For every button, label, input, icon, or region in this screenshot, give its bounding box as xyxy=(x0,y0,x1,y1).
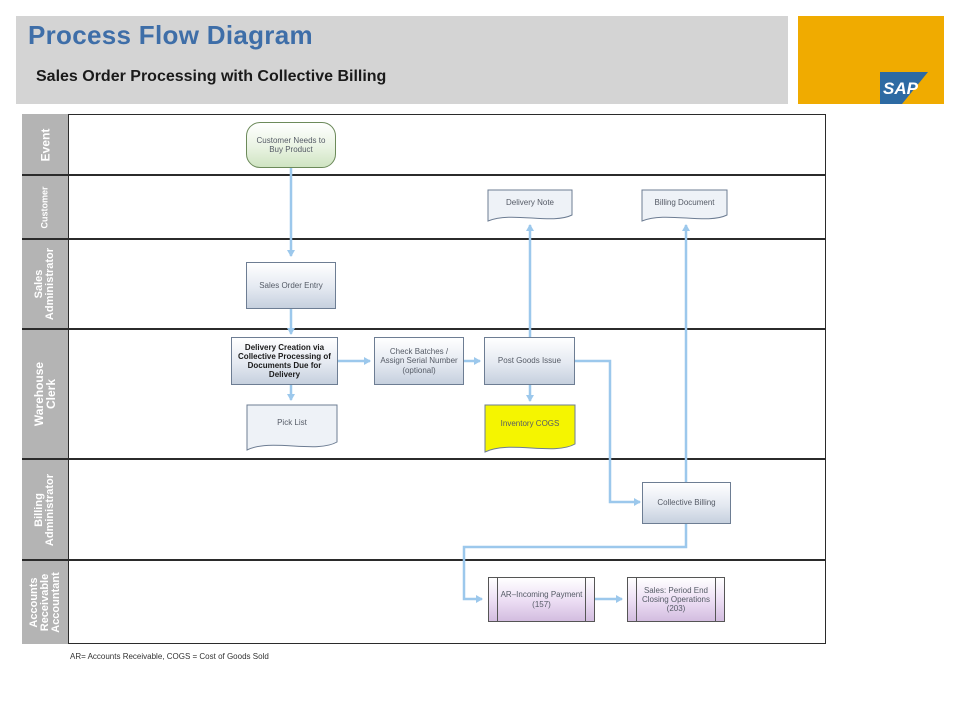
page-title: Process Flow Diagram xyxy=(28,20,313,50)
post-goods-issue-step: Post Goods Issue xyxy=(484,337,575,385)
inventory-cogs-document xyxy=(484,404,576,453)
lane-event xyxy=(68,114,826,175)
ar-incoming-payment-step: AR–Incoming Payment (157) xyxy=(488,577,595,622)
connector-pgi-to-billing xyxy=(575,359,641,506)
pick-list-label: Pick List xyxy=(277,418,307,428)
billing-document-label: Billing Document xyxy=(654,198,715,208)
inventory-cogs-label: Inventory COGS xyxy=(500,419,560,429)
collective-billing-step: Collective Billing xyxy=(642,482,731,524)
footnote: AR= Accounts Receivable, COGS = Cost of … xyxy=(70,652,269,661)
page-subtitle: Sales Order Processing with Collective B… xyxy=(36,68,387,85)
check-batches-step: Check Batches / Assign Serial Number (op… xyxy=(374,337,464,385)
pick-list-document xyxy=(246,404,338,451)
lane-divider xyxy=(22,328,826,330)
connector-billing-to-ar xyxy=(462,524,688,603)
sap-logo: SAP xyxy=(880,72,928,104)
svg-text:SAP: SAP xyxy=(883,79,919,98)
billing-document-document xyxy=(641,189,728,222)
header-banner xyxy=(16,16,788,104)
lane-divider xyxy=(22,458,826,460)
lane-divider xyxy=(22,174,826,176)
lane-label-column xyxy=(22,114,68,644)
lane-divider xyxy=(22,238,826,240)
lane-sales-administrator xyxy=(68,239,826,329)
delivery-note-document xyxy=(487,189,573,222)
event-customer-needs: Customer Needs to Buy Product xyxy=(246,122,336,168)
delivery-note-label: Delivery Note xyxy=(505,198,554,208)
period-end-closing-step: Sales: Period End Closing Operations (20… xyxy=(627,577,725,622)
delivery-creation-step: Delivery Creation via Collective Process… xyxy=(231,337,338,385)
brand-panel xyxy=(798,16,944,104)
lane-divider xyxy=(22,559,826,561)
sales-order-entry-step: Sales Order Entry xyxy=(246,262,336,309)
